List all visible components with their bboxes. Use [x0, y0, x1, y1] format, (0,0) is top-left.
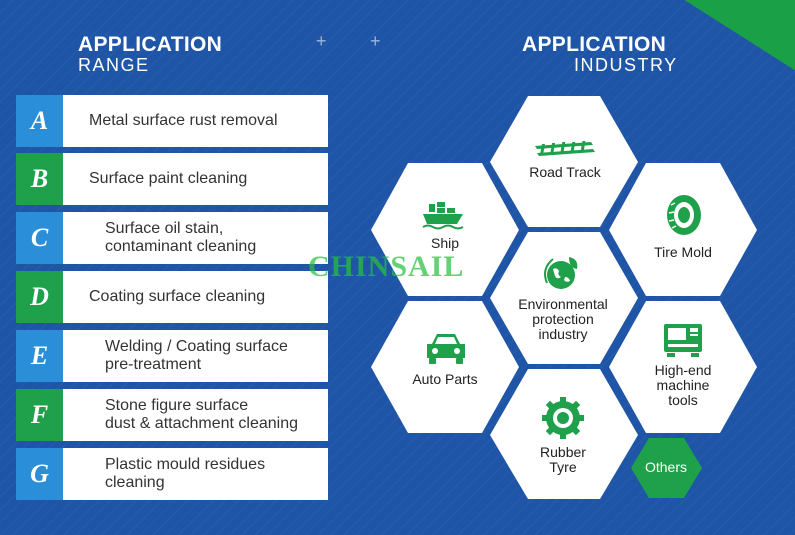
hexagon-environmental: [490, 232, 638, 364]
range-letter: E: [16, 330, 71, 382]
range-text: Surface paint cleaning: [89, 170, 248, 187]
industry-label-machine-tools: High-end machine tools: [654, 362, 712, 408]
road-track-icon: [535, 141, 595, 156]
heading-line1: APPLICATION: [522, 33, 667, 56]
range-text-box: Surface paint cleaning: [63, 153, 328, 205]
car-icon: [427, 334, 465, 364]
tire-icon: [667, 195, 701, 235]
range-item-f: F Stone figure surface dust & attachment…: [16, 389, 328, 441]
range-text-box: Stone figure surface dust & attachment c…: [63, 389, 328, 441]
application-range-heading: APPLICATION RANGE: [78, 34, 222, 74]
range-item-a: A Metal surface rust removal: [16, 95, 328, 147]
industry-label-ship: Ship: [430, 235, 460, 251]
heading-line2: INDUSTRY: [574, 55, 678, 75]
range-text-box: Welding / Coating surface pre-treatment: [63, 330, 328, 382]
hexagon-ship: [371, 163, 519, 296]
globe-leaf-icon: [544, 257, 578, 289]
industry-label-auto-parts: Auto Parts: [412, 371, 478, 387]
hexagon-machine-tools: [609, 301, 757, 433]
range-item-g: G Plastic mould residues cleaning: [16, 448, 328, 500]
hexagon-road-track: [490, 96, 638, 227]
range-text-box: Plastic mould residues cleaning: [63, 448, 328, 500]
range-text: Coating surface cleaning: [89, 288, 266, 305]
range-text-box: Coating surface cleaning: [63, 271, 328, 323]
corner-accent: [685, 0, 795, 70]
range-item-b: B Surface paint cleaning: [16, 153, 328, 205]
range-text-box: Surface oil stain, contaminant cleaning: [63, 212, 328, 264]
range-item-c: C Surface oil stain, contaminant cleanin…: [16, 212, 328, 264]
plus-decoration: +: [316, 31, 327, 51]
machine-tool-icon: [664, 324, 702, 357]
industry-label-others: Others: [644, 459, 687, 475]
hexagon-auto-parts: [371, 301, 519, 433]
industry-label-environmental: Environmental protection industry: [518, 296, 608, 342]
range-text-box: Metal surface rust removal: [63, 95, 328, 147]
range-text: Stone figure surface dust & attachment c…: [105, 397, 299, 432]
range-text: Surface oil stain, contaminant cleaning: [105, 220, 257, 255]
range-letter: F: [16, 389, 71, 441]
heading-line1: APPLICATION: [78, 33, 223, 56]
range-text: Welding / Coating surface pre-treatment: [105, 338, 288, 373]
range-letter: G: [16, 448, 71, 500]
gear-tyre-icon: [542, 397, 584, 439]
watermark: CHINSAIL: [308, 250, 465, 283]
range-text: Metal surface rust removal: [89, 112, 278, 129]
industry-label-road-track: Road Track: [529, 164, 601, 180]
range-letter: B: [16, 153, 71, 205]
range-item-e: E Welding / Coating surface pre-treatmen…: [16, 330, 328, 382]
range-item-d: D Coating surface cleaning: [16, 271, 328, 323]
plus-decoration: +: [370, 31, 381, 51]
industry-label-rubber-tyre: Rubber Tyre: [540, 444, 586, 475]
hexagon-others: [631, 438, 702, 498]
industry-label-tire-mold: Tire Mold: [654, 244, 712, 260]
heading-line2: RANGE: [78, 55, 150, 75]
ship-icon: [422, 202, 464, 230]
range-text: Plastic mould residues cleaning: [105, 456, 266, 491]
application-industry-heading: APPLICATION INDUSTRY: [522, 34, 678, 74]
